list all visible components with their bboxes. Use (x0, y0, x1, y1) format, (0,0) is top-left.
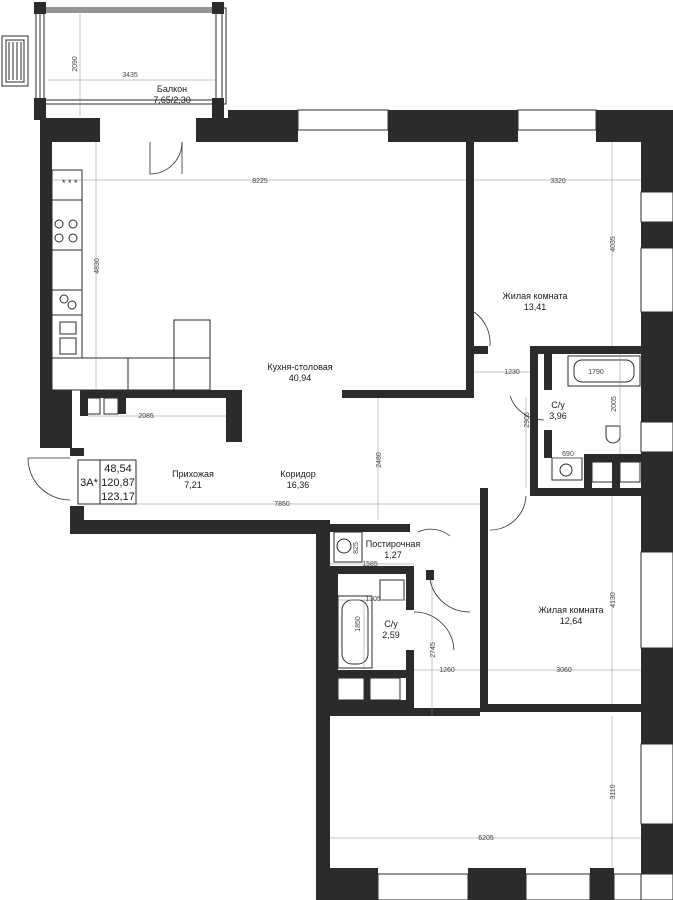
dim-label: 3320 (550, 178, 566, 185)
balcony-name: Балкон (157, 84, 187, 94)
bedroom1-name: Жилая комната (502, 291, 567, 301)
bedroom1-area: 13,41 (524, 302, 547, 312)
dim-label: 1230 (504, 369, 520, 376)
laundry-area: 1,27 (384, 550, 402, 560)
dim-label: 6205 (478, 835, 494, 842)
dim-label: 3110 (610, 784, 617, 799)
dim-label: 4830 (94, 258, 101, 274)
badge-living: 48,54 (104, 463, 132, 475)
dim-label: 1260 (439, 667, 455, 674)
hall-name: Прихожая (172, 469, 214, 479)
bath2-name: С/у (384, 619, 398, 629)
dim-label: 2005 (611, 396, 618, 412)
dim-label: 2745 (430, 642, 437, 658)
dimension-labels: 3435 2090 8225 3320 4830 4035 1230 1790 … (72, 56, 618, 842)
bath2-area: 2,59 (382, 630, 400, 640)
bath1-area: 3,96 (549, 411, 567, 421)
dim-label: 825 (353, 542, 360, 554)
kitchen-name: Кухня-столовая (267, 362, 332, 372)
badge-type: 3А* (80, 477, 98, 489)
badge-total-balcony: 123,17 (101, 491, 135, 503)
dim-label: 1305 (365, 596, 381, 603)
bedroom2-area: 12,64 (560, 616, 583, 626)
balcony-area: 7,65/2,30 (153, 95, 191, 105)
corridor-name: Коридор (280, 469, 316, 479)
dim-label: 3435 (122, 72, 138, 79)
dim-label: 1850 (355, 616, 362, 632)
kitchen-area: 40,94 (289, 373, 312, 383)
bath1-name: С/у (551, 400, 565, 410)
dim-label: 1790 (588, 369, 604, 376)
dim-label: 7850 (274, 501, 290, 508)
dim-label: 4035 (610, 236, 617, 252)
ac-unit (1, 35, 29, 87)
dim-label: 2090 (72, 56, 79, 72)
apartment-badge: 3А* 48,54 120,87 123,17 (77, 459, 137, 505)
badge-total: 120,87 (101, 477, 135, 489)
dim-label: 2905 (524, 412, 531, 428)
laundry-name: Постирочная (366, 539, 421, 549)
dim-label: 1585 (362, 561, 378, 568)
dimension-lines (48, 14, 641, 868)
doors (27, 141, 545, 651)
dim-label: 2480 (376, 452, 383, 468)
exterior-walls (40, 109, 673, 900)
room-labels: Балкон 7,65/2,30 Кухня-столовая 40,94 Жи… (153, 84, 603, 640)
dim-label: 8225 (252, 178, 268, 185)
dim-label: 2085 (138, 413, 154, 420)
dim-label: 4130 (610, 592, 617, 608)
dim-label: 3060 (556, 667, 572, 674)
corridor-area: 16,36 (287, 480, 310, 490)
hall-area: 7,21 (184, 480, 202, 490)
balcony-frame (34, 2, 227, 120)
bedroom2-name: Жилая комната (538, 605, 603, 615)
dim-label: 690 (562, 451, 574, 458)
kitchen-counter: * * * (51, 169, 211, 391)
interior-walls (40, 142, 641, 716)
svg-text:* * *: * * * (62, 178, 78, 188)
